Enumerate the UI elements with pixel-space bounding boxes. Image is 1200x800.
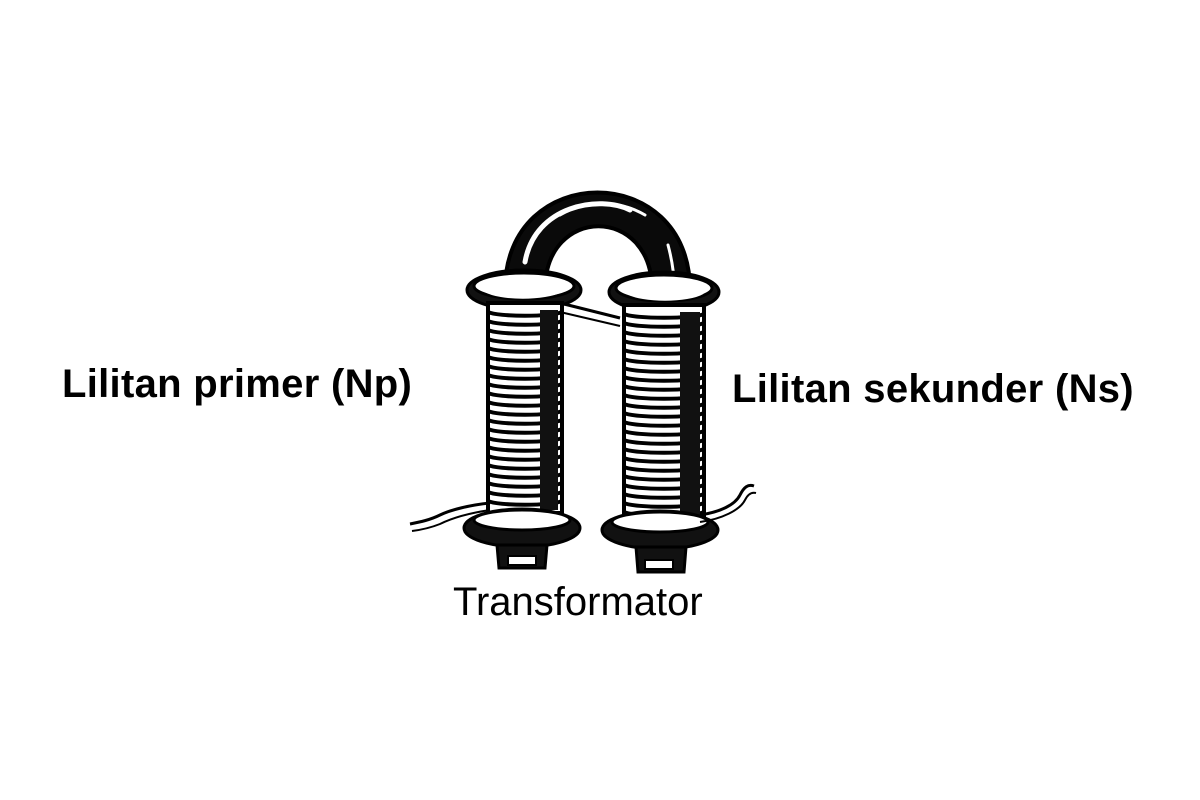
secondary-bolt bbox=[634, 545, 688, 574]
primary-coil-label: Lilitan primer (Np) bbox=[62, 362, 413, 406]
secondary-coil-label: Lilitan sekunder (Ns) bbox=[732, 367, 1134, 411]
primary-top-flange bbox=[465, 268, 583, 312]
primary-bottom-flange bbox=[462, 507, 582, 549]
primary-lead-wire bbox=[409, 501, 491, 526]
secondary-bottom-flange bbox=[600, 509, 720, 551]
secondary-lead-wire bbox=[699, 483, 755, 517]
primary-coil bbox=[486, 301, 564, 515]
transformer-caption: Transformator bbox=[453, 580, 703, 624]
secondary-coil bbox=[622, 303, 706, 525]
primary-bolt bbox=[495, 543, 549, 570]
connecting-wire bbox=[559, 301, 621, 320]
